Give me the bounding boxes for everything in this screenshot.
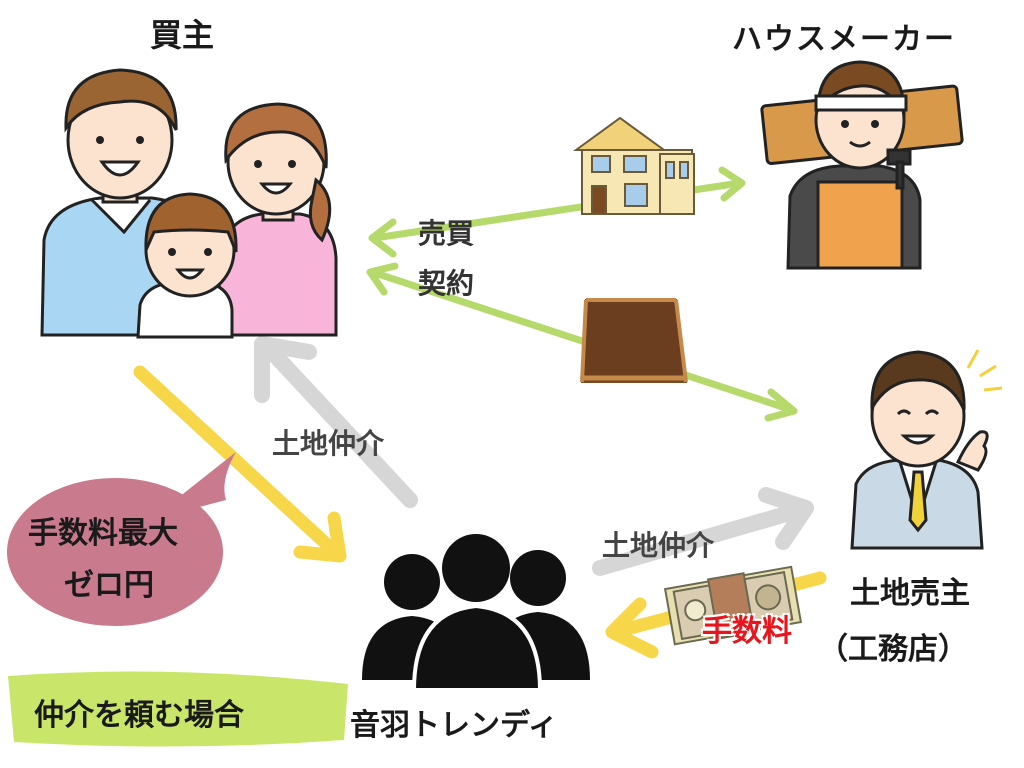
- sale-contract-label-line2: 契約: [418, 267, 475, 300]
- broker-company-label: 音羽トレンディ: [350, 708, 558, 743]
- fee-arrow-buyer: [133, 365, 347, 563]
- case-label: 仲介を頼む場合: [34, 698, 244, 733]
- land-seller-illustration: [850, 349, 1003, 550]
- bubble-text-line2: ゼロ円: [64, 568, 154, 603]
- fee-label: 手数料: [702, 614, 792, 649]
- land-broker-label-right: 土地仲介: [602, 529, 715, 562]
- land-seller-label-line2: （工務店）: [818, 632, 968, 667]
- house-maker-illustration: [760, 60, 964, 270]
- land-plot-icon: [580, 298, 688, 383]
- house-icon: [572, 116, 695, 215]
- case-label-highlight: [8, 671, 348, 747]
- house-maker-label: ハウスメーカー: [732, 22, 956, 57]
- land-broker-arrow-buyer: [254, 336, 418, 508]
- land-broker-label-left: 土地仲介: [272, 427, 385, 460]
- land-broker-arrow-seller: [592, 487, 814, 576]
- sale-contract-label-line1: 売買: [418, 217, 475, 250]
- buyer-family-illustration: [40, 68, 338, 339]
- bubble-text-line1: 手数料最大: [28, 516, 178, 551]
- money-bundle-icon: [663, 565, 803, 646]
- fee-zero-speech-bubble: [7, 452, 236, 626]
- land-seller-label-line1: 土地売主: [850, 576, 970, 611]
- buyer-label: 買主: [150, 16, 215, 54]
- broker-group-silhouette: [362, 534, 590, 692]
